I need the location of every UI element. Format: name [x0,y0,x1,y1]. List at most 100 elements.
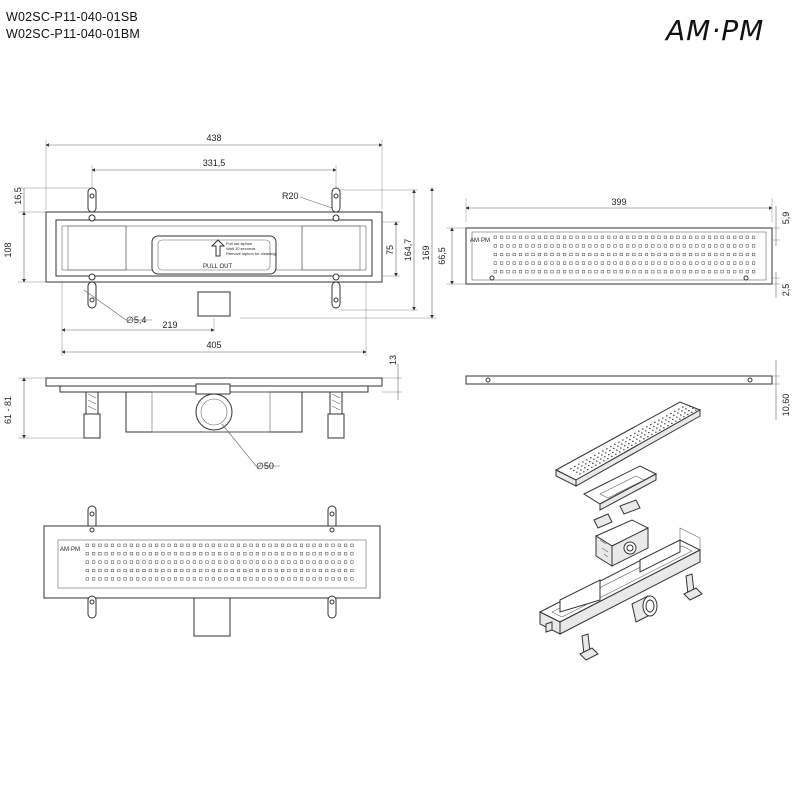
perforation-slot [117,577,121,581]
perforation-slot [556,235,560,239]
perforation-slot [306,568,310,573]
perforation-slot [136,577,140,581]
product-code-2: W02SC-P11-040-01BM [6,27,140,41]
perforation-slot [670,261,674,265]
perforation-slot [588,244,592,248]
perforation-slot [563,261,567,265]
dim-overall-length: 438 [206,133,221,143]
perforation-slot [682,244,686,248]
perforation-slot [337,568,341,573]
dim-flange-height: 13 [388,355,398,365]
perforation-slot [544,244,548,248]
perforation-slot [544,261,548,265]
perforation-slot [136,552,140,556]
perforation-slot [337,552,341,556]
perforation-slot [695,252,699,257]
perforation-slot [739,270,743,274]
perforation-slot [649,428,651,430]
perforation-slot [537,261,541,265]
perforation-slot [293,552,297,556]
perforation-slot [299,543,304,547]
perforation-slot [689,235,693,239]
perforation-slot [739,244,743,248]
perforation-slot [544,252,548,257]
perforation-slot [581,252,586,257]
perforation-slot [677,412,679,414]
perforation-slot [602,450,604,452]
dim-outlet-offset: 219 [162,320,177,330]
perforation-slot [670,235,674,239]
screw-icon [332,273,340,281]
perforation-slot [537,235,541,239]
perforation-slot [211,568,215,573]
perforation-slot [344,568,348,573]
perforation-slot [576,471,578,473]
perforation-slot [331,552,335,556]
perforation-slot [337,543,341,547]
perforation-slot [662,417,664,419]
perforation-slot [638,252,642,257]
perforation-slot [537,270,541,274]
perforation-slot [312,568,316,573]
perforation-slot [180,568,184,573]
perforation-slot [243,560,247,564]
perforation-slot [268,577,272,581]
perforation-slot [299,552,304,556]
perforation-slot [641,432,643,434]
perforation-slot [687,414,689,416]
perforation-slot [675,420,677,422]
perforation-slot [707,261,712,265]
perforation-slot [638,235,642,239]
perforation-slot [594,454,596,456]
perforation-slot [98,552,102,556]
perforation-slot [92,552,96,556]
perforation-slot [117,552,121,556]
dim-hole-diameter: ∅5,4 [126,315,146,325]
perforation-slot [556,252,560,257]
perforation-slot [581,270,586,274]
perforation-slot [752,252,756,257]
dim-tab-height: 16,5 [13,187,23,205]
perforation-slot [199,543,203,547]
perforation-slot [224,552,228,556]
perforation-slot [607,244,611,248]
perforation-slot [621,443,623,445]
perforation-slot [506,261,510,265]
perforation-slot [230,577,234,581]
front-grate-logo: AM·PM [60,547,80,553]
perforation-slot [584,467,586,469]
perforation-slot [531,235,535,239]
perforation-slot [701,261,705,265]
perforation-slot [573,469,575,471]
perforation-slot [658,419,660,421]
perforation-slot [590,457,592,459]
perforation-slot [739,252,743,257]
perforation-slot [243,552,247,556]
perforation-slot [173,568,178,573]
perforation-slot [695,409,697,411]
perforation-slot [350,543,354,547]
perforation-slot [651,261,655,265]
perforation-slot [577,467,579,469]
perforation-slot [614,443,616,445]
dim-bottom-offset: 2,5 [781,284,791,297]
perforation-slot [569,261,573,265]
perforation-slot [689,244,693,248]
perforation-slot [676,244,680,248]
perforation-slot [633,436,635,438]
perforation-slot [681,410,683,412]
perforation-slot [556,270,560,274]
perforation-slot [701,270,705,274]
perforation-slot [500,261,504,265]
grate-view: 399 AM·PM 5,9 2,5 66,5 [437,197,791,298]
perforation-slot [616,449,618,451]
perforation-slot [575,244,579,248]
perforation-slot [173,577,178,581]
perforation-slot [620,447,622,449]
perforation-slot [148,543,152,547]
perforation-slot [129,560,133,564]
perforation-slot [646,426,648,428]
perforation-slot [85,552,89,556]
screw-icon [743,275,749,281]
perforation-slot [575,261,579,265]
